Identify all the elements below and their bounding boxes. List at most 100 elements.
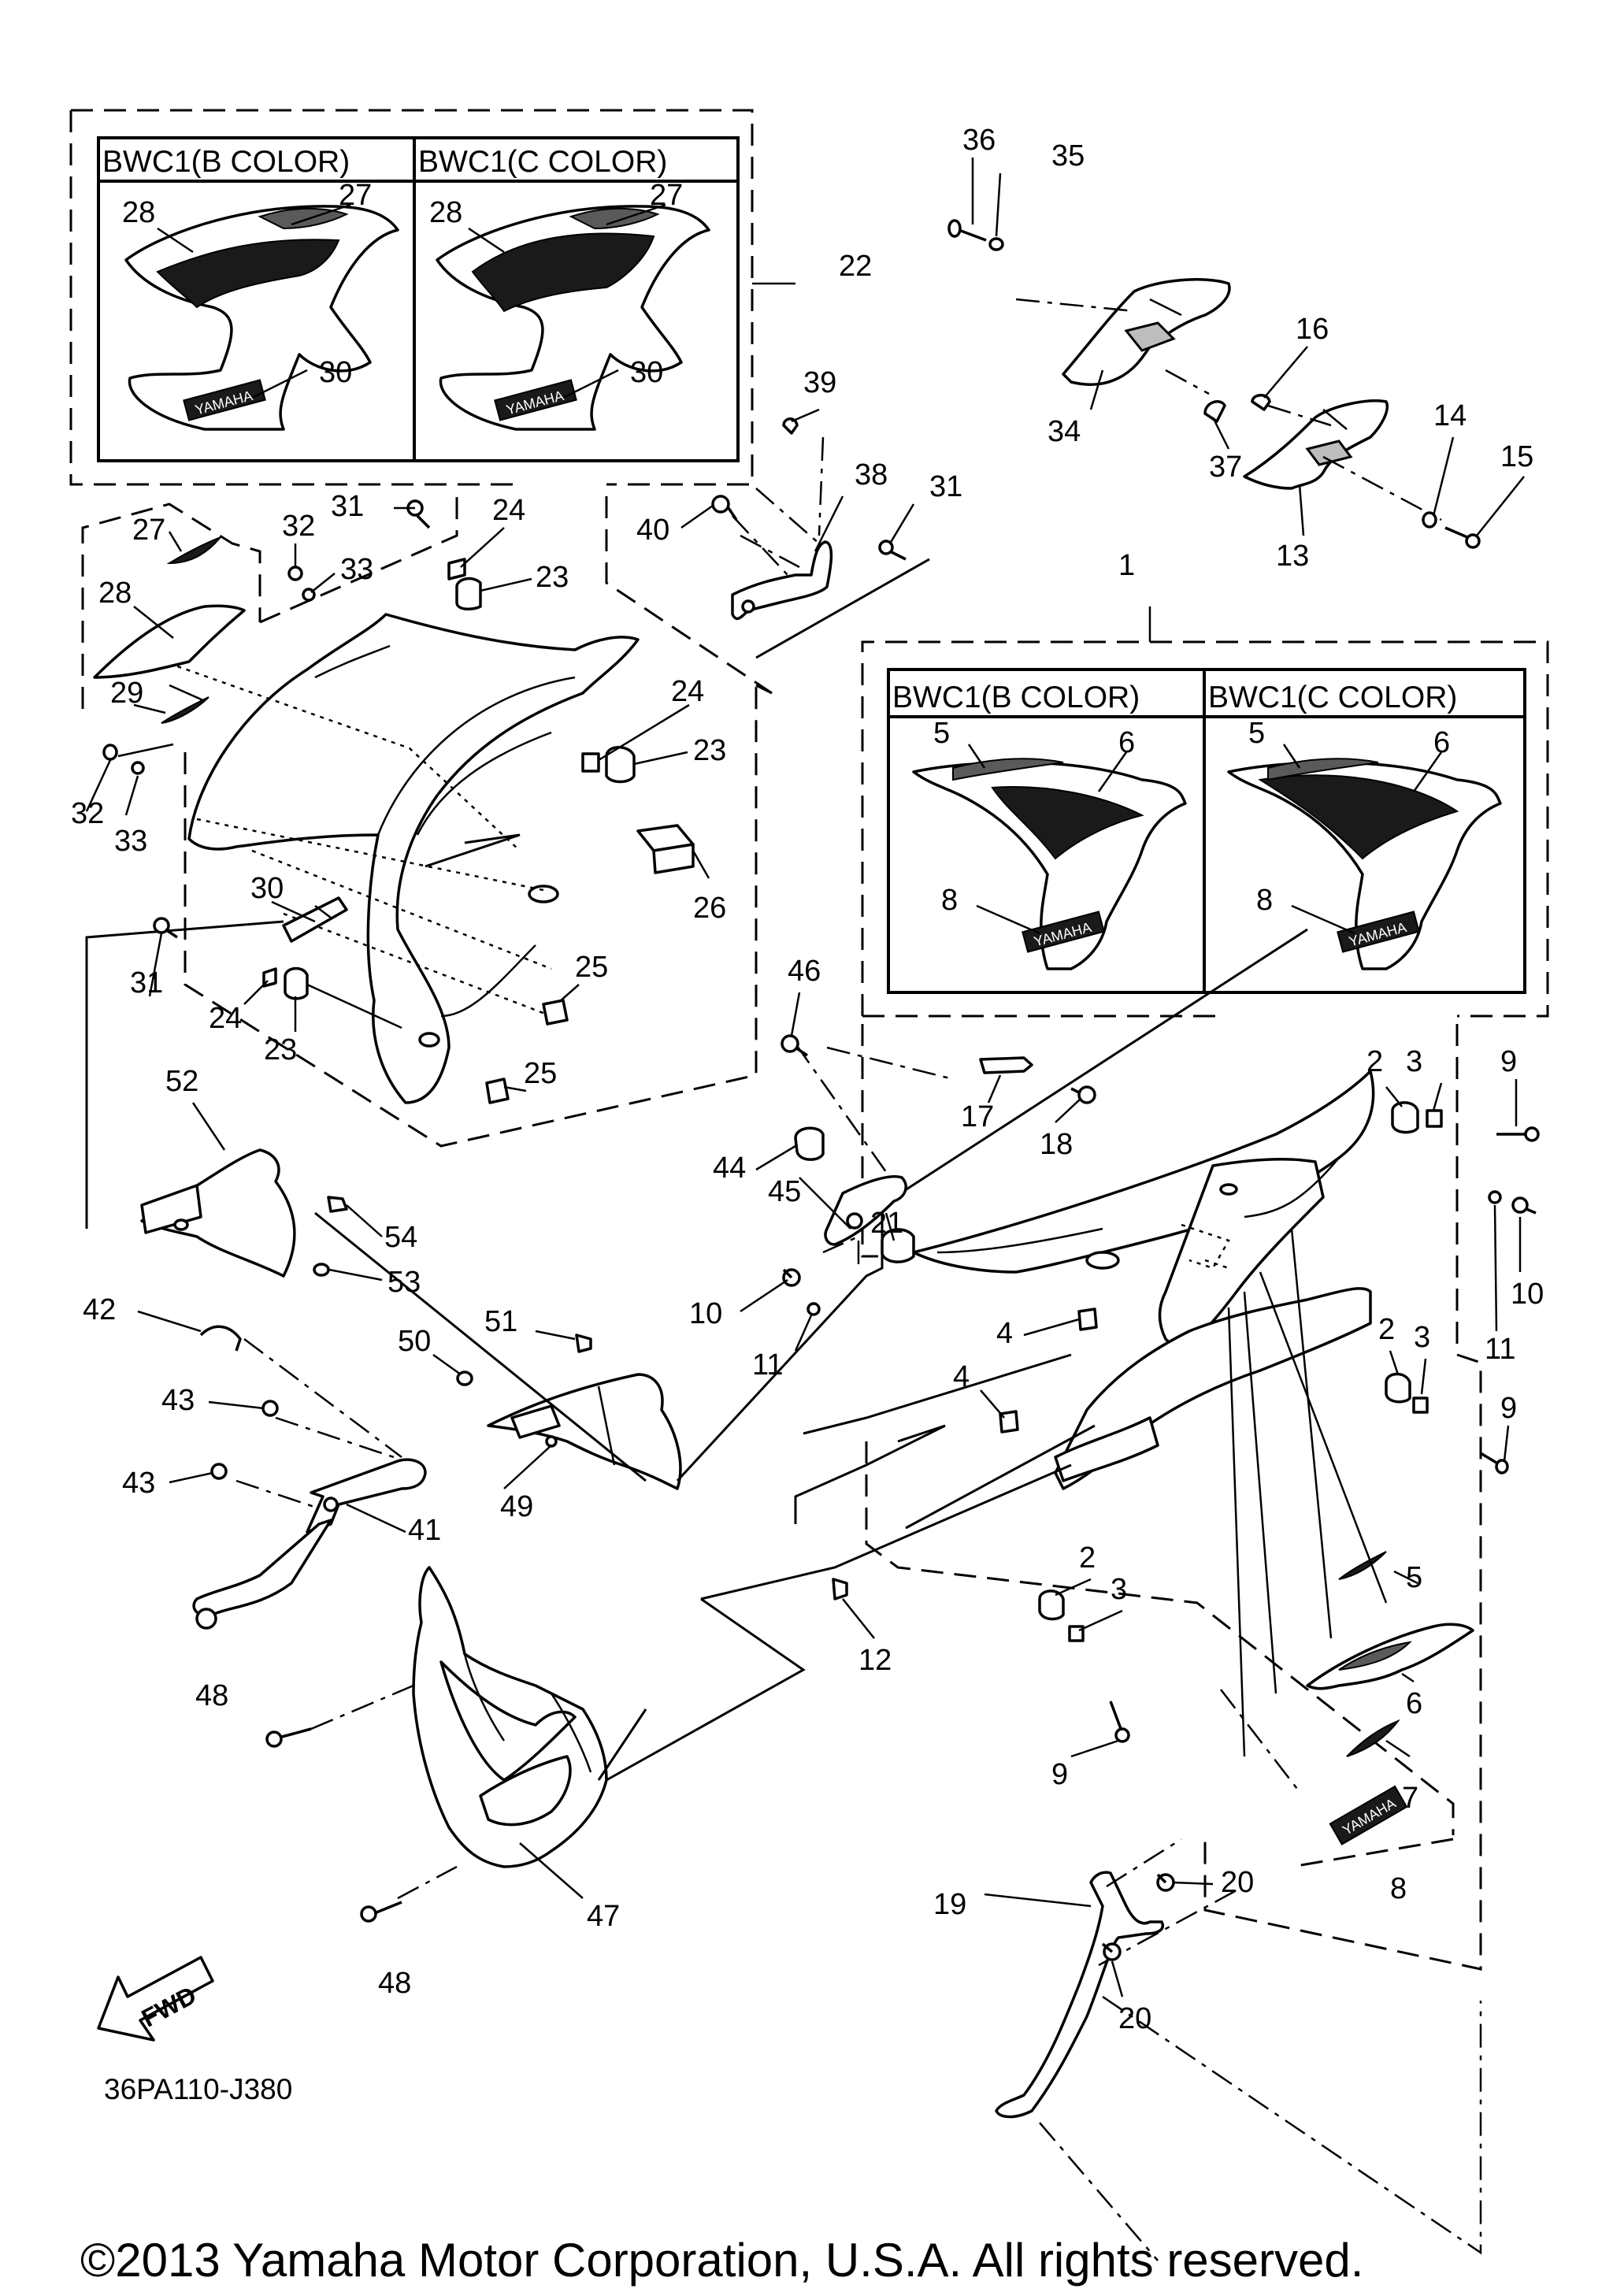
bracket-41 [192,1325,427,1630]
callout-23c: 23 [264,1033,297,1066]
callout-38: 38 [855,458,888,491]
callout-43a: 43 [161,1384,195,1417]
decals-left [93,536,348,943]
part-34 [1015,278,1231,395]
callout-13: 13 [1276,540,1309,573]
callout-6c: 6 [1406,1687,1422,1720]
callout-5a: 5 [933,717,950,750]
callout-5c: 5 [1406,1561,1422,1594]
callout-42: 42 [83,1293,116,1326]
callout-50: 50 [398,1325,431,1358]
callout-6b: 6 [1433,726,1450,759]
callout-46: 46 [788,955,821,988]
callout-39: 39 [803,366,836,399]
callout-9c: 9 [1051,1758,1068,1791]
callout-44: 44 [713,1152,746,1185]
callout-33a: 33 [340,553,373,586]
callout-11a: 11 [1485,1333,1515,1366]
callout-43b: 43 [122,1467,155,1500]
callout-23a: 23 [536,561,569,594]
callout-30c: 30 [250,872,284,905]
callout-8b: 8 [1256,884,1273,917]
callout-4a: 4 [996,1317,1013,1350]
callout-30b: 30 [630,356,663,389]
callout-labels: 1 2 3 9 2 3 9 2 3 9 4 4 5 5 5 6 6 6 7 8 … [71,124,1544,2035]
under-cowl-47 [412,1353,1096,1868]
callout-54: 54 [384,1221,417,1254]
callout-34: 34 [1048,415,1081,448]
inset-top-c-fairing: YAMAHA [436,203,710,431]
inset-right-c-color-label: BWC1(C COLOR) [1208,681,1457,714]
upper-fairing-assembly [81,496,773,1148]
callout-37: 37 [1209,451,1242,484]
inset-top-b-fairing: YAMAHA [124,203,399,431]
callout-27a: 27 [339,179,372,212]
callout-5b: 5 [1248,717,1265,750]
callout-29: 29 [110,677,143,710]
callout-10a: 10 [1511,1278,1544,1311]
callout-27c: 27 [132,514,165,547]
bracket-52 [85,920,296,1278]
fwd-arrow-icon: FWD [97,1956,214,2042]
callout-35: 35 [1051,139,1085,172]
fasteners [102,219,1540,1961]
callout-2c: 2 [1079,1541,1096,1575]
callout-28b: 28 [429,196,462,229]
callout-12: 12 [858,1644,892,1677]
bracket-19 [995,1838,1482,2261]
callout-51: 51 [484,1305,517,1338]
callout-52: 52 [165,1065,198,1098]
callout-9a: 9 [1500,1045,1517,1078]
callout-31a: 31 [331,490,364,523]
bracket-49 [314,928,1308,1490]
callout-25b: 25 [524,1057,557,1090]
callout-18: 18 [1040,1128,1073,1161]
callout-26: 26 [693,892,726,925]
callout-3b: 3 [1414,1321,1430,1354]
callout-10b: 10 [689,1297,722,1330]
inset-right-c-fairing: YAMAHA [1227,744,1502,970]
callout-24c: 24 [209,1002,242,1035]
callout-8c: 8 [1390,1872,1407,1905]
callout-3a: 3 [1406,1045,1422,1078]
callout-48b: 48 [378,1967,411,2000]
callout-20b: 20 [1118,2002,1151,2035]
callout-23b: 23 [693,734,726,767]
callout-7: 7 [1402,1782,1418,1815]
callout-30a: 30 [319,356,352,389]
callout-6a: 6 [1118,726,1135,759]
callout-47: 47 [587,1900,620,1933]
callout-24b: 24 [671,675,704,708]
inset-right-group: BWC1(B COLOR) BWC1(C COLOR) YAMAHA YAMAH… [861,606,1549,1018]
callout-32a: 32 [282,510,315,543]
callout-22: 22 [839,250,872,283]
callout-31b: 31 [929,470,962,503]
part-26 [425,824,710,879]
callout-9b: 9 [1500,1392,1517,1425]
callout-27b: 27 [650,179,683,212]
inset-top-c-color-label: BWC1(C COLOR) [418,145,667,179]
bracket-38 [731,436,930,659]
inset-right-b-color-label: BWC1(B COLOR) [892,681,1140,714]
inset-right-b-fairing: YAMAHA [912,744,1187,970]
inset-top-b-color-label: BWC1(B COLOR) [102,145,350,179]
callout-40: 40 [636,514,669,547]
callout-15: 15 [1500,440,1533,473]
callout-21: 21 [870,1207,903,1240]
callout-1: 1 [1118,549,1135,582]
callout-2a: 2 [1366,1045,1383,1078]
callout-33b: 33 [114,825,147,858]
callout-25a: 25 [575,951,608,984]
copyright: ©2013 Yamaha Motor Corporation, U.S.A. A… [80,2234,1363,2287]
ref-code: 36PA110-J380 [104,2073,292,2105]
callout-17: 17 [961,1100,994,1133]
lower-fairing-assembly [822,1024,1482,1971]
callout-8a: 8 [941,884,958,917]
inset-top-group: BWC1(B COLOR) BWC1(C COLOR) YAMAHA YAMAH… [69,109,795,486]
decals-right: YAMAHA [1227,1228,1474,1845]
callout-2b: 2 [1378,1313,1395,1346]
callout-3c: 3 [1111,1573,1127,1606]
callout-31c: 31 [130,966,163,1000]
callout-36: 36 [962,124,996,157]
